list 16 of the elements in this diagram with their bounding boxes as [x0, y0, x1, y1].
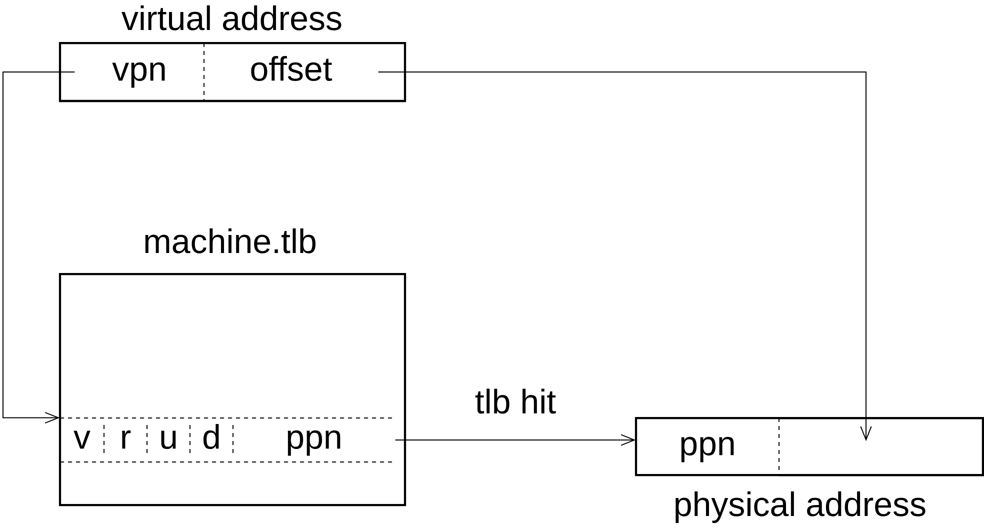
node-label: physical address	[676, 491, 926, 524]
field-cell: r	[122, 424, 148, 456]
arrow	[394, 434, 636, 446]
edge-label: tlb hit	[474, 387, 558, 415]
empty-field	[778, 416, 984, 476]
node-label: machine.tlb	[145, 228, 316, 254]
field-cell: u	[161, 424, 190, 456]
field-cell: ppn	[681, 436, 734, 462]
node-label: virtual address	[122, 5, 342, 30]
field-cell: v	[74, 424, 104, 456]
field-cell: vpn	[112, 42, 204, 102]
field-cell: offset	[251, 56, 332, 81]
arrow	[2, 72, 76, 424]
arrow	[378, 72, 872, 442]
field-cell: d	[203, 424, 234, 456]
field-cell: ppn	[288, 430, 340, 456]
